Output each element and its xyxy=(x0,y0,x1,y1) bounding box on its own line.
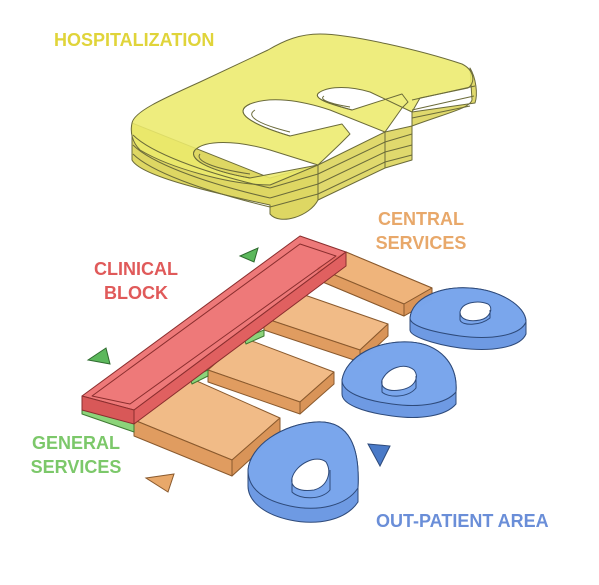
clinical-block-inner xyxy=(91,243,337,405)
central-services-label-line2: SERVICES xyxy=(375,233,467,253)
outpatient-pod xyxy=(341,341,457,418)
general-services-label: GENERAL SERVICES xyxy=(22,431,130,479)
clinical-block-label-line2: BLOCK xyxy=(104,283,168,303)
entrance-marker-orange xyxy=(144,473,175,493)
hospitalization-block-top xyxy=(130,33,474,186)
clinical-block-label-line1: CLINICAL xyxy=(94,259,178,279)
hospitalization-floor-lines xyxy=(132,85,476,208)
general-services-label-line1: GENERAL xyxy=(31,433,120,453)
central-services-label-line1: CENTRAL xyxy=(378,209,464,229)
outpatient-pod xyxy=(247,421,359,523)
outpatient-area xyxy=(247,287,527,523)
central-services-slab xyxy=(133,377,281,477)
central-services-label: CENTRAL SERVICES xyxy=(366,207,476,255)
outpatient-pod xyxy=(409,287,527,350)
clinical-block-side xyxy=(133,251,347,425)
entrance-marker-green-top xyxy=(238,247,259,263)
hospitalization-courtyard-lines xyxy=(193,91,353,179)
outpatient-area-label-text: OUT-PATIENT AREA xyxy=(376,511,549,531)
central-services-slab xyxy=(207,337,335,415)
hospitalization-label: HOSPITALIZATION xyxy=(54,28,214,52)
entrance-marker-blue xyxy=(367,443,391,468)
hospitalization-block xyxy=(130,33,477,220)
hospitalization-label-text: HOSPITALIZATION xyxy=(54,30,215,50)
hospitalization-block-side-east xyxy=(411,67,477,127)
hospitalization-block-side-right xyxy=(317,125,413,201)
entrance-marker-green-left xyxy=(86,347,111,365)
clinical-block-label: CLINICAL BLOCK xyxy=(80,257,192,305)
central-services xyxy=(133,251,433,477)
outpatient-area-label: OUT-PATIENT AREA xyxy=(376,509,549,533)
general-services-label-line2: SERVICES xyxy=(30,457,122,477)
clinical-block xyxy=(81,235,347,425)
